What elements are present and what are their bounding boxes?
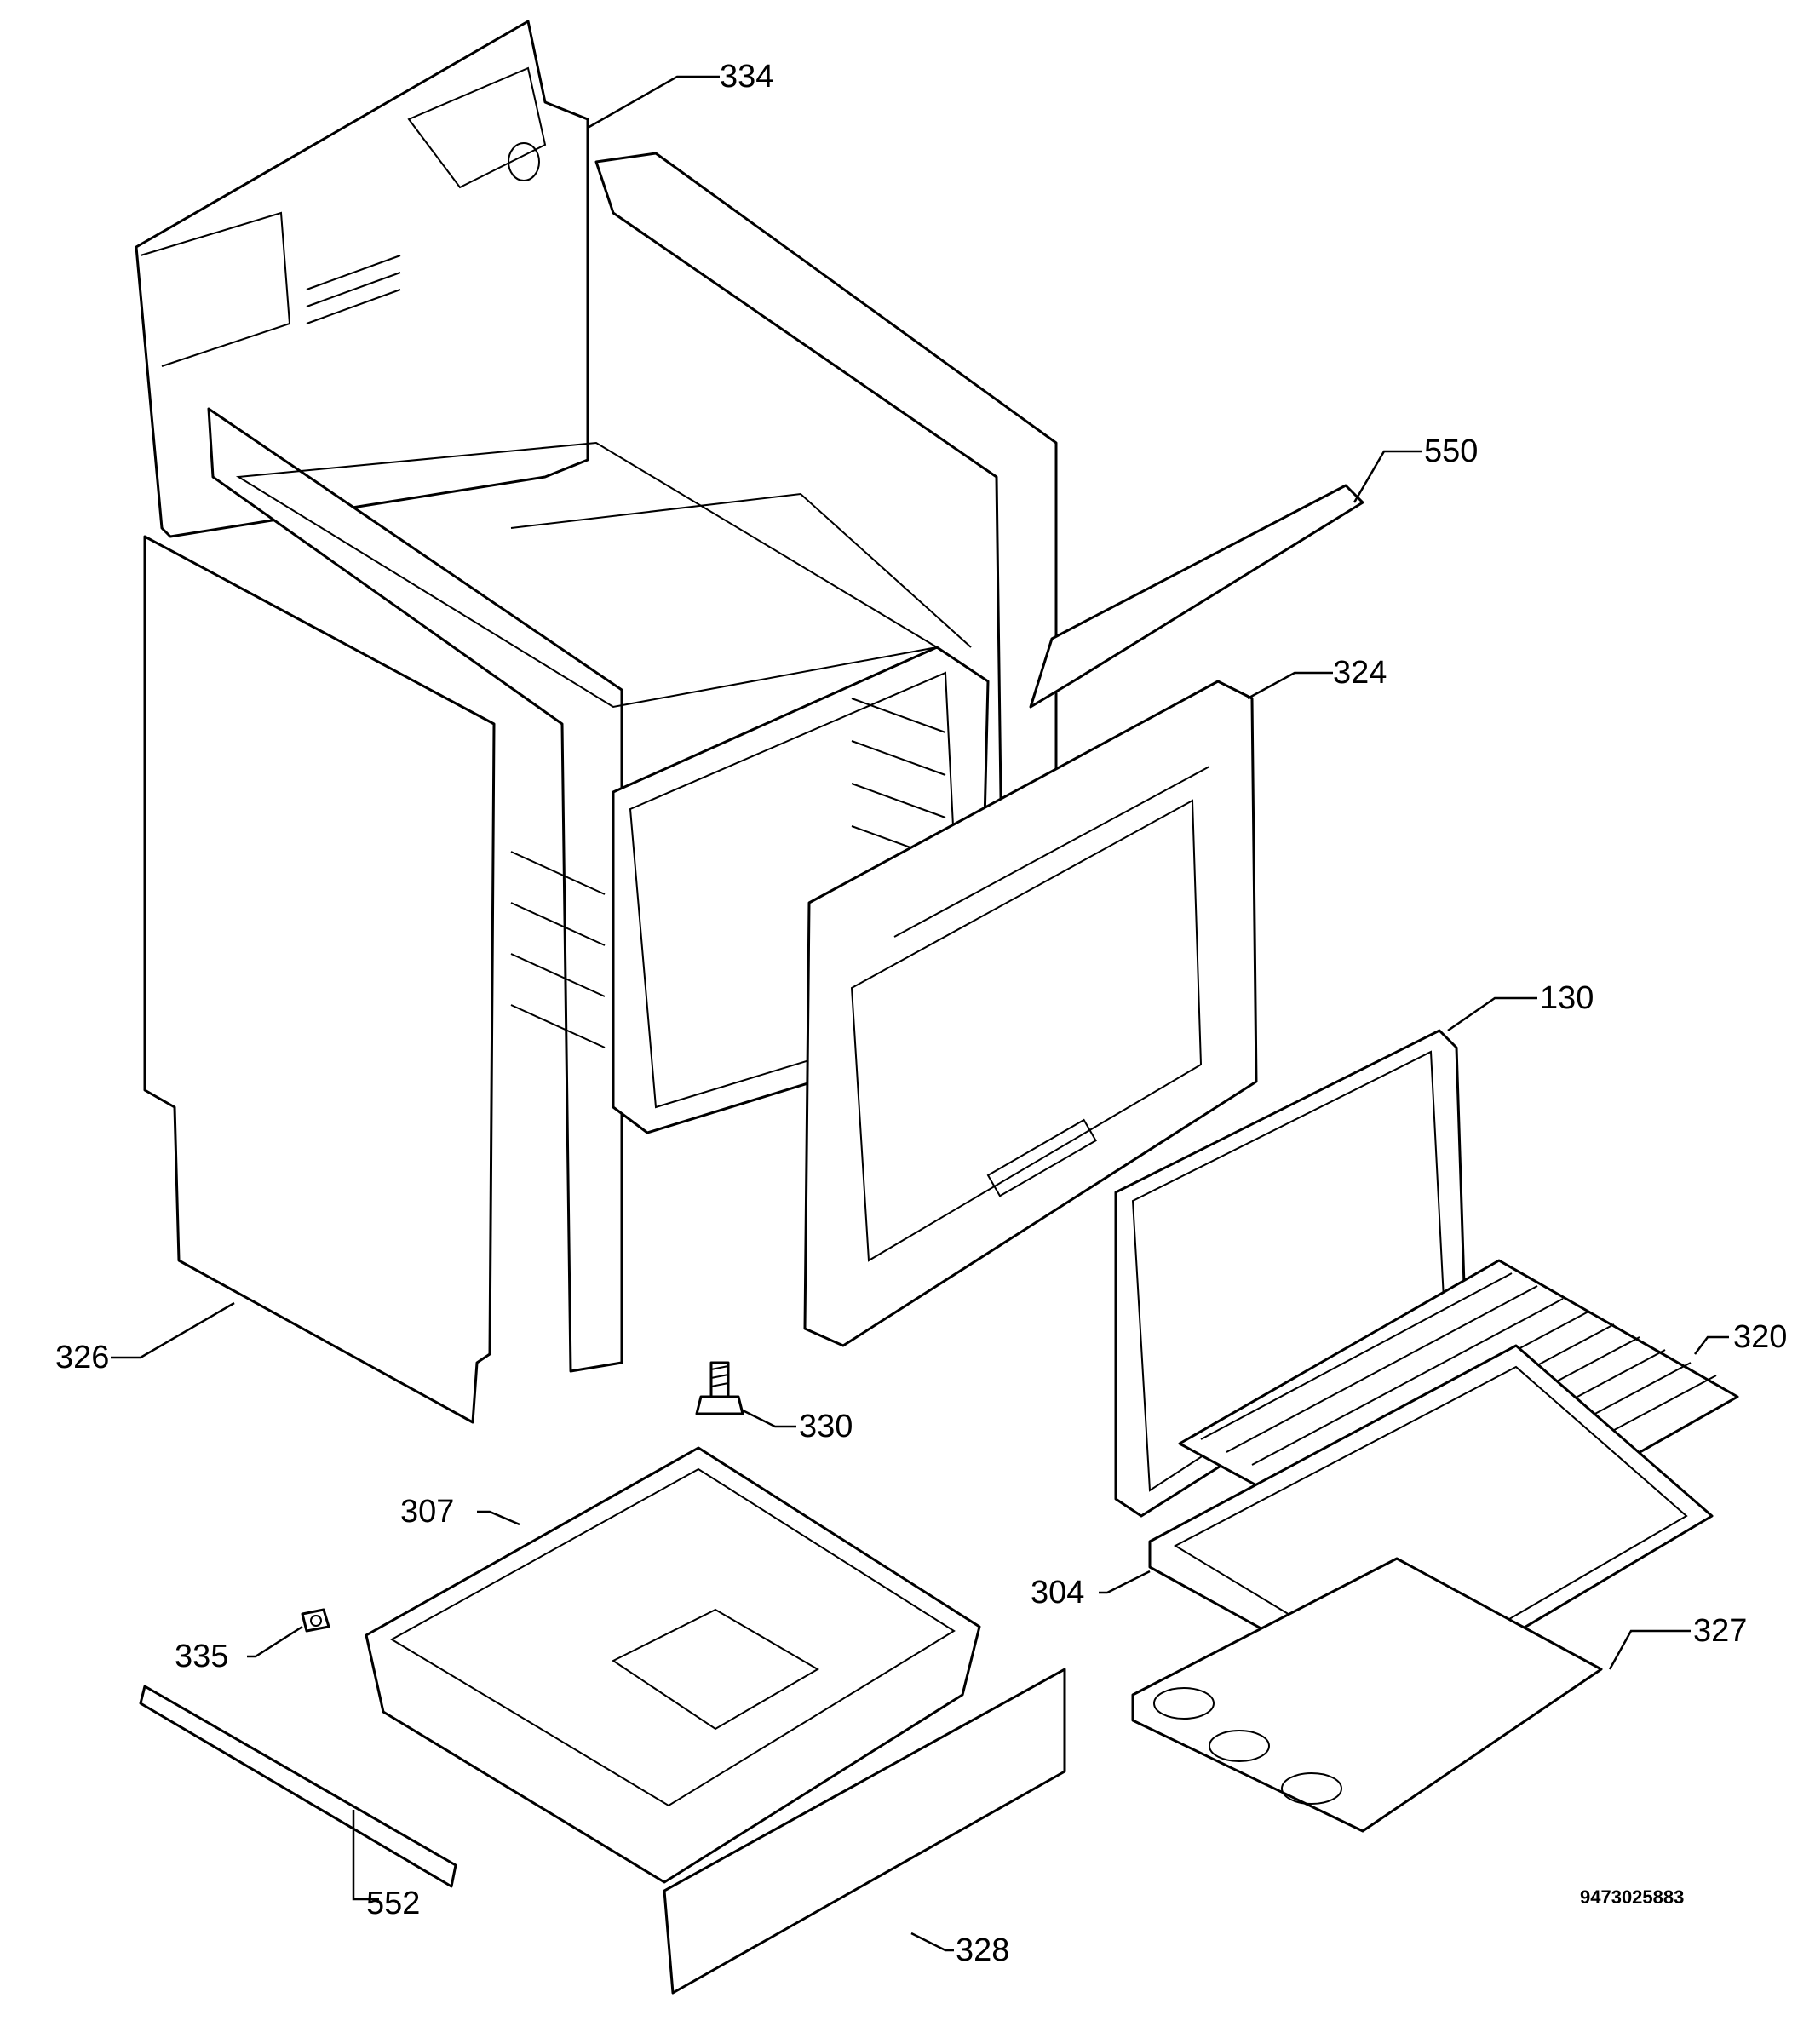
bottom-plate [1131,1557,1603,1833]
leader-lines [111,75,1729,1952]
drawer-front [663,1668,1066,1995]
label-326: 326 [55,1340,109,1375]
label-324: 324 [1333,655,1387,691]
storage-drawer [365,1446,981,1884]
label-552: 552 [366,1886,420,1921]
side-panel [143,535,496,1424]
label-307: 307 [400,1494,454,1530]
drawer-rail [139,1685,457,1888]
label-304: 304 [1031,1575,1084,1611]
label-130: 130 [1540,980,1594,1016]
label-335: 335 [175,1639,228,1674]
screw [301,1608,330,1633]
label-334: 334 [720,59,773,95]
label-320: 320 [1733,1319,1787,1355]
label-550: 550 [1424,433,1478,469]
strip-part [1029,484,1364,709]
back-panel [135,20,589,538]
document-number: 9473025883 [1580,1886,1684,1908]
label-330: 330 [799,1409,853,1444]
label-327: 327 [1693,1613,1747,1649]
label-328: 328 [956,1932,1009,1968]
front-frame [803,680,1258,1347]
bolt [695,1361,744,1415]
